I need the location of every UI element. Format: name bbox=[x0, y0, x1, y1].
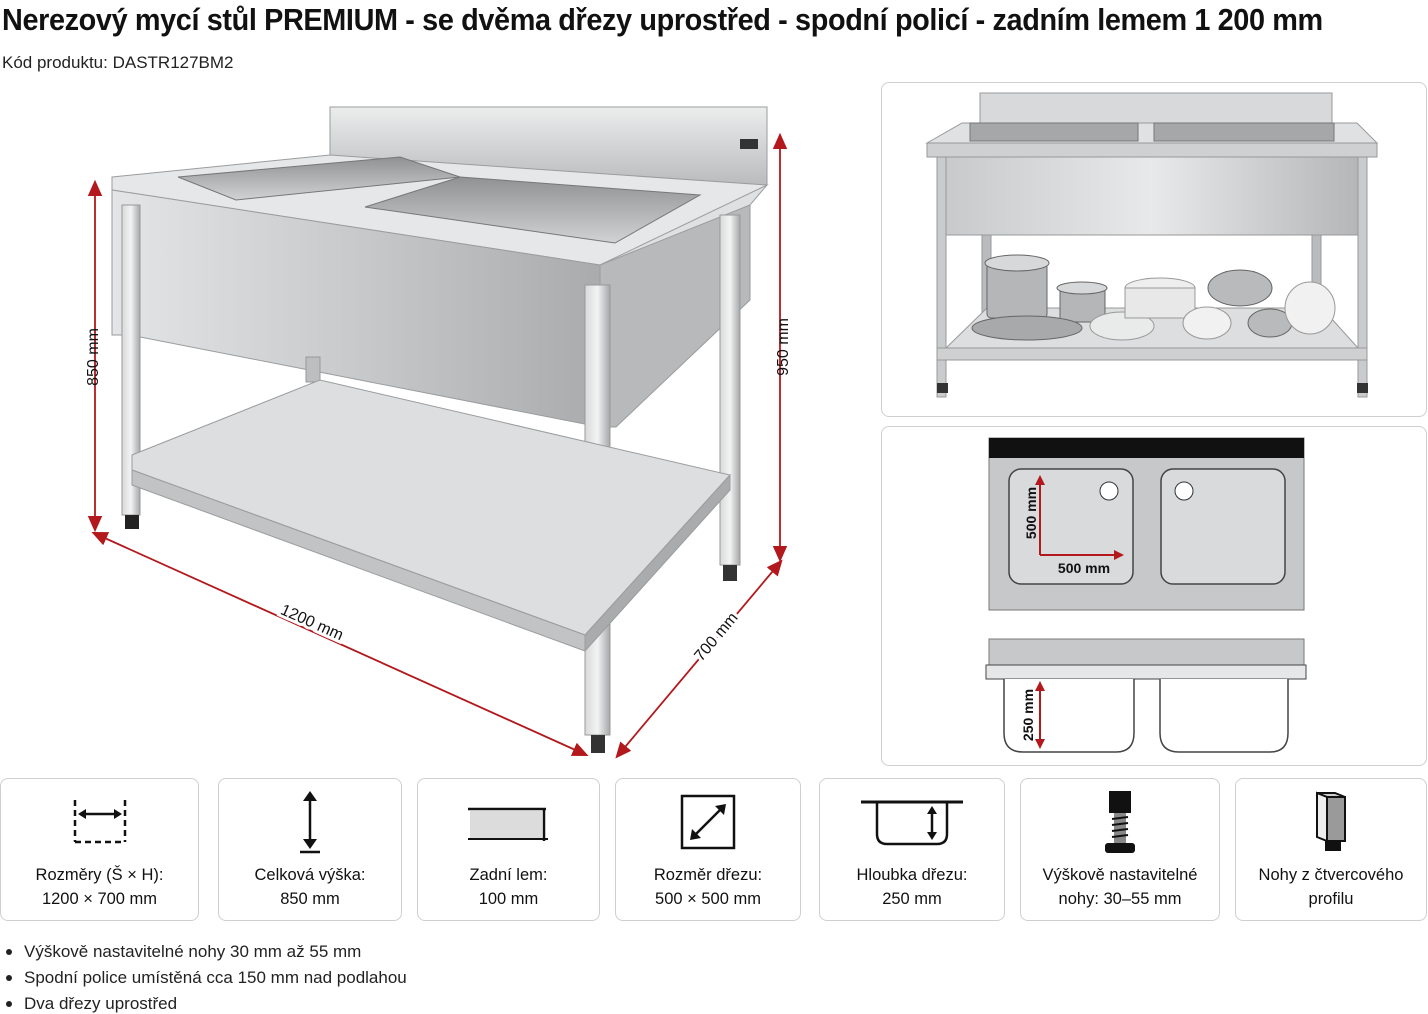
technical-drawing: 500 mm 500 mm 250 mm bbox=[985, 437, 1307, 753]
sink-width-label: 500 mm bbox=[1058, 560, 1110, 576]
feature-backsplash: Zadní lem: 100 mm bbox=[417, 778, 600, 921]
feature-dimensions-line2: 1200 × 700 mm bbox=[41, 890, 158, 908]
feature-sink-size-line1: Rozměr dřezu: bbox=[653, 866, 763, 884]
feature-feet-line2: nohy: 30–55 mm bbox=[1058, 890, 1182, 908]
product-code: Kód produktu: DASTR127BM2 bbox=[2, 53, 234, 72]
main-product-image: 850 mm 950 mm 1200 mm 700 mm bbox=[85, 106, 792, 759]
feature-bullet-list: Výškově nastavitelné nohy 30 mm až 55 mm… bbox=[6, 939, 407, 1014]
feature-backsplash-line1: Zadní lem: bbox=[469, 866, 548, 884]
dimensions-icon bbox=[1, 789, 198, 855]
feature-legs-line1: Nohy z čtvercového bbox=[1258, 866, 1404, 884]
feature-square-legs: Nohy z čtvercového profilu bbox=[1235, 778, 1427, 921]
dim-width: 1200 mm bbox=[278, 602, 346, 645]
page-title: Nerezový mycí stůl PREMIUM - se dvěma dř… bbox=[2, 2, 1323, 37]
feature-backsplash-line2: 100 mm bbox=[478, 890, 539, 908]
feature-adjustable-feet: Výškově nastavitelné nohy: 30–55 mm bbox=[1020, 778, 1220, 921]
feature-dimensions: Rozměry (Š × H): 1200 × 700 mm bbox=[0, 778, 199, 921]
backsplash-icon bbox=[418, 789, 599, 855]
feature-total-height: Celková výška: 850 mm bbox=[218, 778, 402, 921]
bullet-item: Dva dřezy uprostřed bbox=[6, 991, 407, 1014]
feature-sink-depth-line2: 250 mm bbox=[882, 890, 942, 908]
dim-height-total: 950 mm bbox=[775, 318, 792, 376]
dim-depth: 700 mm bbox=[691, 610, 741, 665]
feature-legs-line2: profilu bbox=[1308, 890, 1354, 908]
feature-sink-size-line2: 500 × 500 mm bbox=[655, 890, 761, 908]
feature-height-line1: Celková výška: bbox=[254, 866, 366, 884]
dim-height-table: 850 mm bbox=[85, 328, 102, 386]
sink-size-icon bbox=[616, 789, 800, 855]
product-photo bbox=[925, 92, 1379, 398]
sink-length-label: 500 mm bbox=[1023, 487, 1039, 539]
feature-sink-size: Rozměr dřezu: 500 × 500 mm bbox=[615, 778, 801, 921]
square-leg-icon bbox=[1236, 789, 1426, 855]
technical-drawing-panel: 500 mm 500 mm 250 mm bbox=[881, 426, 1427, 766]
adjustable-foot-icon bbox=[1021, 789, 1219, 855]
feature-dimensions-line1: Rozměry (Š × H): bbox=[35, 866, 164, 884]
feature-sink-depth-line1: Hloubka dřezu: bbox=[856, 866, 968, 884]
sink-depth-label: 250 mm bbox=[1020, 689, 1036, 741]
product-photo-panel bbox=[881, 82, 1427, 417]
feature-height-line2: 850 mm bbox=[280, 890, 340, 908]
sink-depth-icon bbox=[820, 789, 1004, 855]
height-arrow-icon bbox=[219, 789, 401, 855]
feature-sink-depth: Hloubka dřezu: 250 mm bbox=[819, 778, 1005, 921]
bullet-item: Spodní police umístěná cca 150 mm nad po… bbox=[6, 965, 407, 991]
bullet-item: Výškově nastavitelné nohy 30 mm až 55 mm bbox=[6, 939, 407, 965]
feature-feet-line1: Výškově nastavitelné bbox=[1042, 866, 1198, 884]
